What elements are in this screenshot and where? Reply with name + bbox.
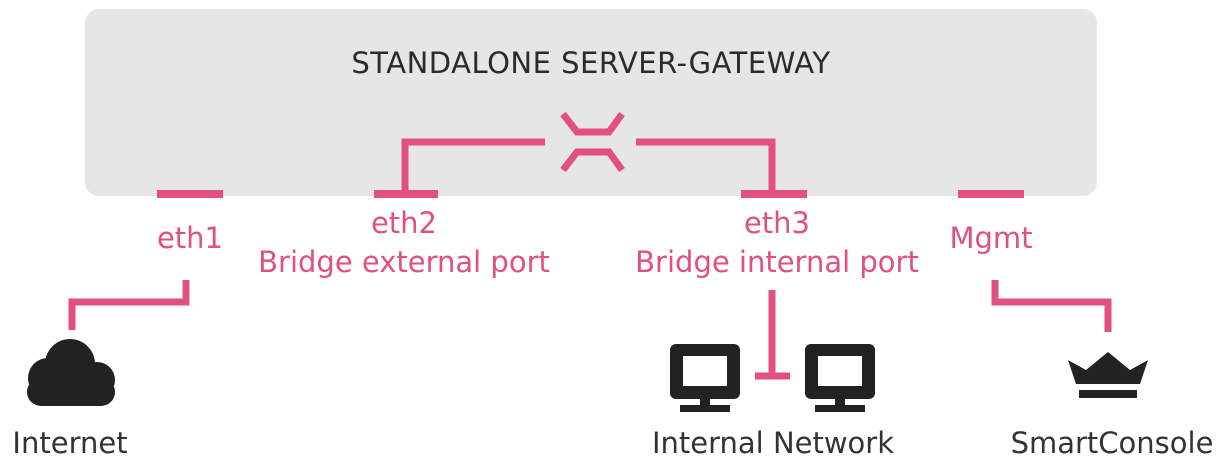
- bridge-icon: [560, 111, 625, 173]
- crown-icon: [1068, 352, 1148, 398]
- internet-connection: [68, 280, 190, 330]
- cloud-icon: [27, 339, 115, 406]
- port-label-mgmt: Mgmt: [949, 221, 1032, 255]
- port-label-eth3: eth3: [744, 206, 810, 240]
- port-stub-eth3: [741, 190, 807, 198]
- computer-icon: [670, 344, 740, 412]
- port-label-eth1: eth1: [157, 221, 223, 255]
- bridge-connection: [401, 138, 776, 190]
- smartconsole-connection: [991, 280, 1112, 332]
- port-stub-mgmt: [958, 190, 1024, 198]
- node-label-internet: Internet: [12, 426, 127, 459]
- node-connections: [68, 280, 1112, 380]
- port-role-eth3: Bridge internal port: [635, 245, 919, 279]
- port-stubs: [157, 190, 1024, 198]
- node-label-internal-network: Internal Network: [652, 426, 894, 459]
- gateway-title: STANDALONE SERVER-GATEWAY: [351, 46, 830, 80]
- computer-icon: [805, 344, 875, 412]
- port-stub-eth1: [157, 190, 223, 198]
- node-label-smartconsole: SmartConsole: [1011, 426, 1214, 459]
- port-label-eth2: eth2: [371, 206, 437, 240]
- port-role-eth2: Bridge external port: [258, 245, 550, 279]
- port-stub-eth2: [374, 190, 438, 198]
- gateway-box: [85, 9, 1097, 196]
